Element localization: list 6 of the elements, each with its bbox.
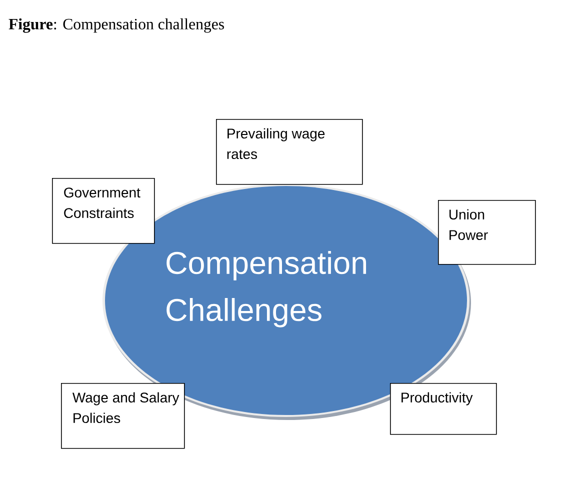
text-box: Productivity xyxy=(390,383,497,435)
text-box: Wage and Salary Policies xyxy=(61,383,185,449)
title: Figure: Compensation challenges xyxy=(8,18,224,33)
text-box: Union Power xyxy=(438,200,536,265)
text-box: Government Constraints xyxy=(52,178,155,244)
text-box: Prevailing wage rates xyxy=(216,119,363,185)
